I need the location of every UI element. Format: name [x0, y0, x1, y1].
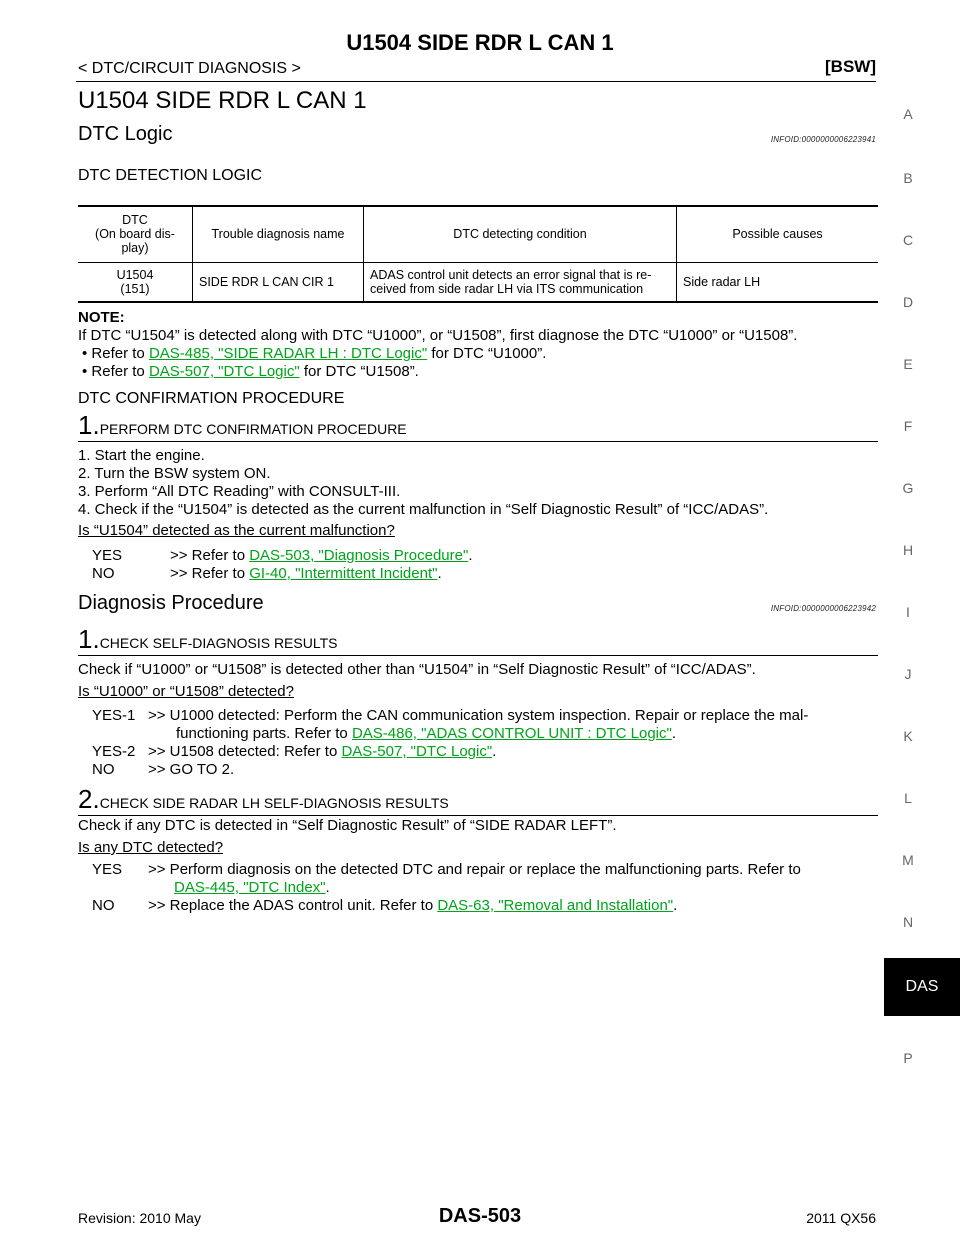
footer-model: 2011 QX56	[806, 1210, 876, 1226]
side-index-a[interactable]: A	[903, 106, 913, 122]
diagnosis-infoid: INFOID:0000000006223942	[770, 604, 876, 613]
result-row: NO >> Replace the ADAS control unit. Ref…	[92, 897, 678, 914]
result-row: YES-1 >> U1000 detected: Perform the CAN…	[92, 707, 809, 742]
side-index-k[interactable]: K	[903, 728, 913, 744]
side-index-g[interactable]: G	[902, 480, 914, 496]
header-rule	[76, 81, 876, 82]
link-adas-control-unit-dtc-logic[interactable]: DAS-486, "ADAS CONTROL UNIT : DTC Logic"	[351, 725, 672, 742]
breadcrumb: < DTC/CIRCUIT DIAGNOSIS >	[78, 60, 301, 77]
header-title: U1504 SIDE RDR L CAN 1	[346, 30, 614, 55]
confirmation-heading: DTC CONFIRMATION PROCEDURE	[78, 390, 345, 407]
link-intermittent-incident[interactable]: GI-40, "Intermittent Incident"	[249, 565, 438, 582]
side-index-h[interactable]: H	[902, 542, 914, 558]
ref-link-das-485[interactable]: DAS-485, "SIDE RADAR LH : DTC Logic"	[148, 345, 428, 362]
dtc-detection-heading: DTC DETECTION LOGIC	[78, 167, 263, 184]
link-removal-installation[interactable]: DAS-63, "Removal and Installation"	[437, 897, 674, 914]
diagnosis-heading: Diagnosis Procedure	[78, 592, 264, 614]
ref-link-das-507[interactable]: DAS-507, "DTC Logic"	[148, 363, 300, 380]
trouble-name-cell: SIDE RDR L CAN CIR 1	[192, 262, 364, 302]
table-row: U1504 (151) SIDE RDR L CAN CIR 1 ADAS co…	[78, 262, 878, 302]
side-index-f[interactable]: F	[903, 418, 913, 434]
step1-text: Check if “U1000” or “U1508” is detected …	[78, 661, 756, 678]
causes-col-header: Possible causes	[676, 206, 878, 262]
step-number: 1.	[78, 410, 100, 440]
diagnosis-step1-title: 1.CHECK SELF-DIAGNOSIS RESULTS	[78, 624, 338, 654]
step1-question: Is “U1000” or “U1508” detected?	[78, 683, 294, 700]
diagnosis-step2-title: 2.CHECK SIDE RADAR LH SELF-DIAGNOSIS RES…	[78, 784, 449, 814]
step-rule	[78, 815, 878, 816]
side-index-e[interactable]: E	[903, 356, 913, 372]
footer-page-number: DAS-503	[438, 1205, 522, 1227]
result-row: YES >> Refer to DAS-503, "Diagnosis Proc…	[92, 547, 473, 564]
dtc-code-cell: U1504 (151)	[116, 267, 154, 296]
note-text: If DTC “U1504” is detected along with DT…	[78, 327, 798, 344]
side-index-d[interactable]: D	[902, 294, 914, 310]
side-index-b[interactable]: B	[903, 170, 913, 186]
side-index-j[interactable]: J	[904, 666, 912, 682]
side-index-n[interactable]: N	[902, 914, 914, 930]
dtc-logic-heading: DTC Logic	[78, 123, 173, 145]
side-index-c[interactable]: C	[902, 232, 914, 248]
confirmation-item: 3. Perform “All DTC Reading” with CONSUL…	[78, 483, 401, 500]
result-row: YES >> Perform diagnosis on the detected…	[92, 861, 801, 896]
page-title: U1504 SIDE RDR L CAN 1	[78, 87, 367, 114]
step-rule	[78, 441, 878, 442]
side-index-m[interactable]: M	[902, 852, 914, 868]
dtc-logic-infoid: INFOID:0000000006223941	[770, 135, 876, 144]
confirmation-item: 2. Turn the BSW system ON.	[78, 465, 271, 482]
step2-question: Is any DTC detected?	[78, 839, 224, 856]
condition-cell: ADAS control unit detects an error signa…	[363, 262, 677, 302]
step-number: 1.	[78, 624, 100, 654]
confirmation-item: 1. Start the engine.	[78, 447, 205, 464]
confirmation-question: Is “U1504” detected as the current malfu…	[78, 522, 395, 539]
causes-cell: Side radar LH	[676, 262, 878, 302]
condition-col-header: DTC detecting condition	[363, 206, 677, 262]
result-row: NO >> GO TO 2.	[92, 761, 235, 778]
side-index-p[interactable]: P	[903, 1050, 913, 1066]
confirmation-step-title: 1.PERFORM DTC CONFIRMATION PROCEDURE	[78, 410, 407, 440]
side-index-l[interactable]: L	[904, 790, 912, 806]
ref-item: • Refer to DAS-485, "SIDE RADAR LH : DTC…	[82, 345, 547, 362]
result-row: YES-2 >> U1508 detected: Refer to DAS-50…	[92, 743, 497, 760]
link-diagnosis-procedure[interactable]: DAS-503, "Diagnosis Procedure"	[249, 547, 469, 564]
dtc-table: DTC (On board dis- play) Trouble diagnos…	[78, 205, 878, 303]
link-das-507-dtc-logic[interactable]: DAS-507, "DTC Logic"	[341, 743, 493, 760]
trouble-name-col-header: Trouble diagnosis name	[192, 206, 364, 262]
ref-item: • Refer to DAS-507, "DTC Logic" for DTC …	[82, 363, 419, 380]
result-row: NO >> Refer to GI-40, "Intermittent Inci…	[92, 565, 442, 582]
step-number: 2.	[78, 784, 100, 814]
dtc-col-header: DTC (On board dis- play)	[95, 213, 175, 256]
side-index-i[interactable]: I	[906, 604, 910, 620]
note-label: NOTE:	[78, 309, 125, 326]
step2-text: Check if any DTC is detected in “Self Di…	[78, 817, 617, 834]
dtc-table-header-row: DTC (On board dis- play) Trouble diagnos…	[78, 206, 878, 262]
link-dtc-index[interactable]: DAS-445, "DTC Index"	[174, 879, 326, 896]
confirmation-item: 4. Check if the “U1504” is detected as t…	[78, 501, 769, 518]
side-tab-das[interactable]: DAS	[884, 958, 960, 1016]
footer-revision: Revision: 2010 May	[78, 1210, 201, 1226]
section-tag: [BSW]	[825, 57, 876, 76]
step-rule	[78, 655, 878, 656]
